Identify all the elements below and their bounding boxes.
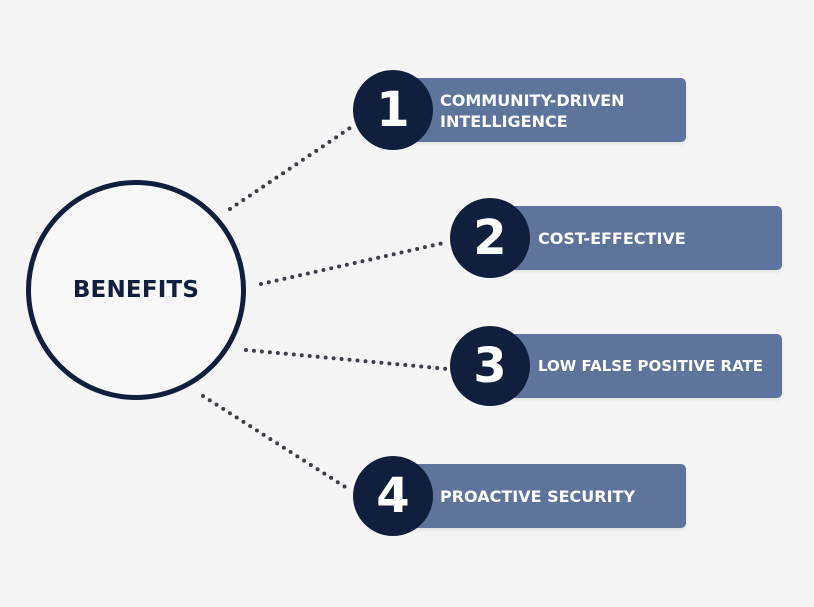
benefit-number-4: 4 [353, 456, 433, 536]
connector-line-3 [244, 348, 450, 371]
benefit-number-3: 3 [450, 326, 530, 406]
hub-label: BENEFITS [72, 277, 200, 303]
benefit-label-4: PROACTIVE SECURITY [440, 487, 636, 506]
benefit-label-1: COMMUNITY-DRIVEN INTELLIGENCE [440, 91, 625, 131]
benefit-label-3: LOW FALSE POSITIVE RATE [538, 357, 763, 375]
connector-line-4 [201, 394, 352, 492]
benefit-number-1: 1 [353, 70, 433, 150]
benefits-hub: BENEFITS [26, 180, 246, 400]
connector-line-1 [228, 126, 352, 211]
benefit-number-2: 2 [450, 198, 530, 278]
connector-line-2 [259, 240, 450, 286]
benefit-label-2: COST-EFFECTIVE [538, 229, 686, 248]
